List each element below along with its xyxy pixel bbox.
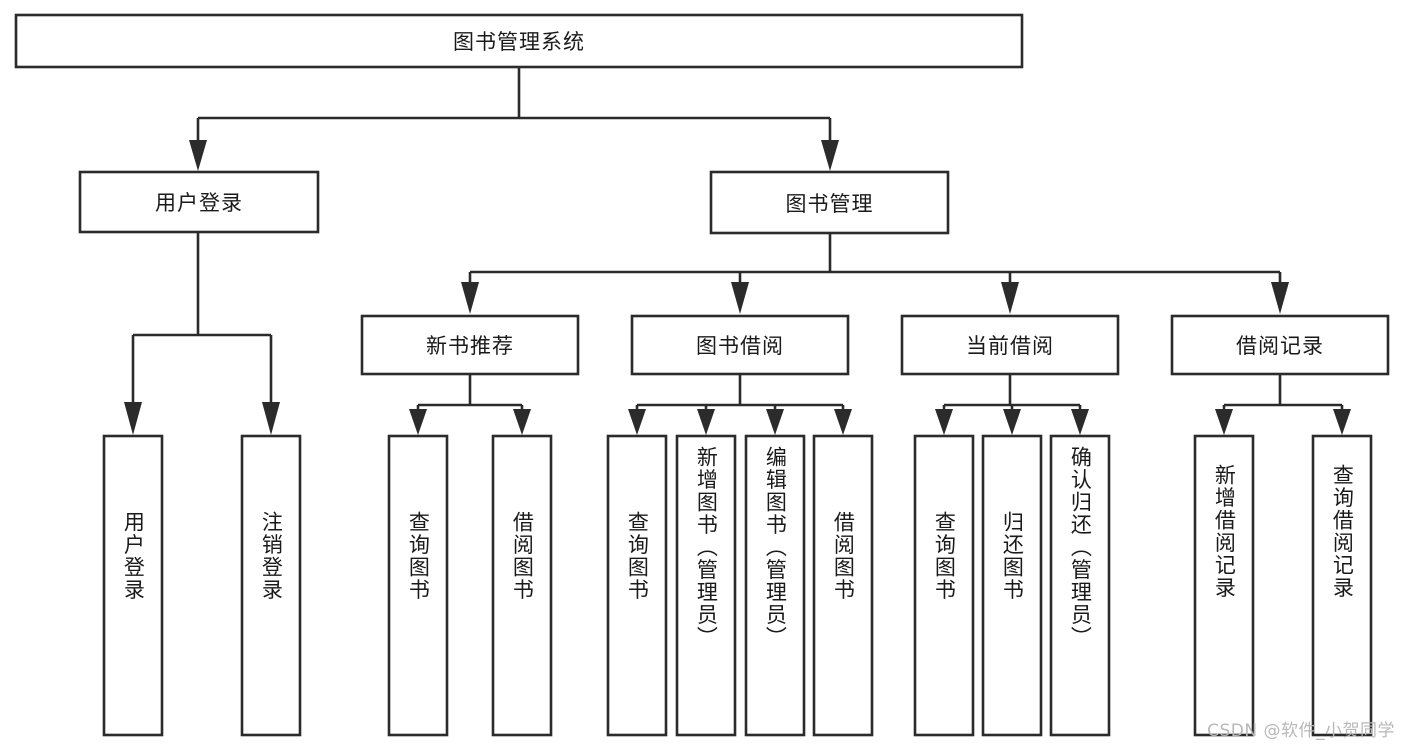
arrow-head-l3-2 xyxy=(731,282,749,314)
arrow-head-br-1 xyxy=(1215,409,1233,435)
arrow-head-l3-1 xyxy=(461,282,479,314)
node-leaf-user-login-logout[interactable] xyxy=(240,434,302,737)
node-borrow-record[interactable] xyxy=(1170,314,1390,376)
arrow-head-book-manage xyxy=(821,140,839,171)
node-current-borrow[interactable] xyxy=(900,314,1120,376)
node-leaf-bb-edit-book[interactable] xyxy=(744,434,806,737)
arrow-head-user-login xyxy=(189,140,207,171)
node-leaf-nbr-query-book[interactable] xyxy=(387,434,449,737)
node-user-login[interactable] xyxy=(78,170,320,234)
node-leaf-cb-return-book[interactable] xyxy=(981,434,1043,737)
arrow-head-l3-4 xyxy=(1271,282,1289,314)
arrow-head-cb-1 xyxy=(935,409,953,435)
node-leaf-nbr-borrow-book[interactable] xyxy=(491,434,553,737)
node-leaf-cb-query-book[interactable] xyxy=(913,434,975,737)
node-leaf-br-add-record[interactable] xyxy=(1193,434,1255,737)
node-root-system[interactable] xyxy=(14,13,1024,69)
node-leaf-bb-query-book[interactable] xyxy=(606,434,668,737)
node-book-manage[interactable] xyxy=(709,170,950,235)
node-leaf-br-query-record[interactable] xyxy=(1311,434,1373,737)
arrow-head-bb-1 xyxy=(628,409,646,435)
arrow-head-cb-2 xyxy=(1003,409,1021,435)
node-leaf-bb-add-book[interactable] xyxy=(675,434,737,737)
node-leaf-bb-borrow-book[interactable] xyxy=(812,434,874,737)
watermark-text: CSDN @软件_小贺同学 xyxy=(1207,721,1395,741)
arrow-head-ul-1 xyxy=(124,402,142,435)
arrow-head-bb-4 xyxy=(834,409,852,435)
arrow-head-l3-3 xyxy=(1001,282,1019,314)
node-leaf-cb-confirm-return[interactable] xyxy=(1049,434,1111,737)
arrow-head-bb-3 xyxy=(766,409,784,435)
arrow-head-nbr-1 xyxy=(409,409,427,435)
node-leaf-user-login-login[interactable] xyxy=(102,434,164,737)
arrow-head-br-2 xyxy=(1333,409,1351,435)
arrow-head-cb-3 xyxy=(1071,409,1089,435)
arrow-head-bb-2 xyxy=(697,409,715,435)
node-book-borrow[interactable] xyxy=(630,314,850,376)
arrow-head-ul-2 xyxy=(262,402,280,435)
node-new-book-recommend[interactable] xyxy=(360,314,580,376)
arrow-head-nbr-2 xyxy=(513,409,531,435)
